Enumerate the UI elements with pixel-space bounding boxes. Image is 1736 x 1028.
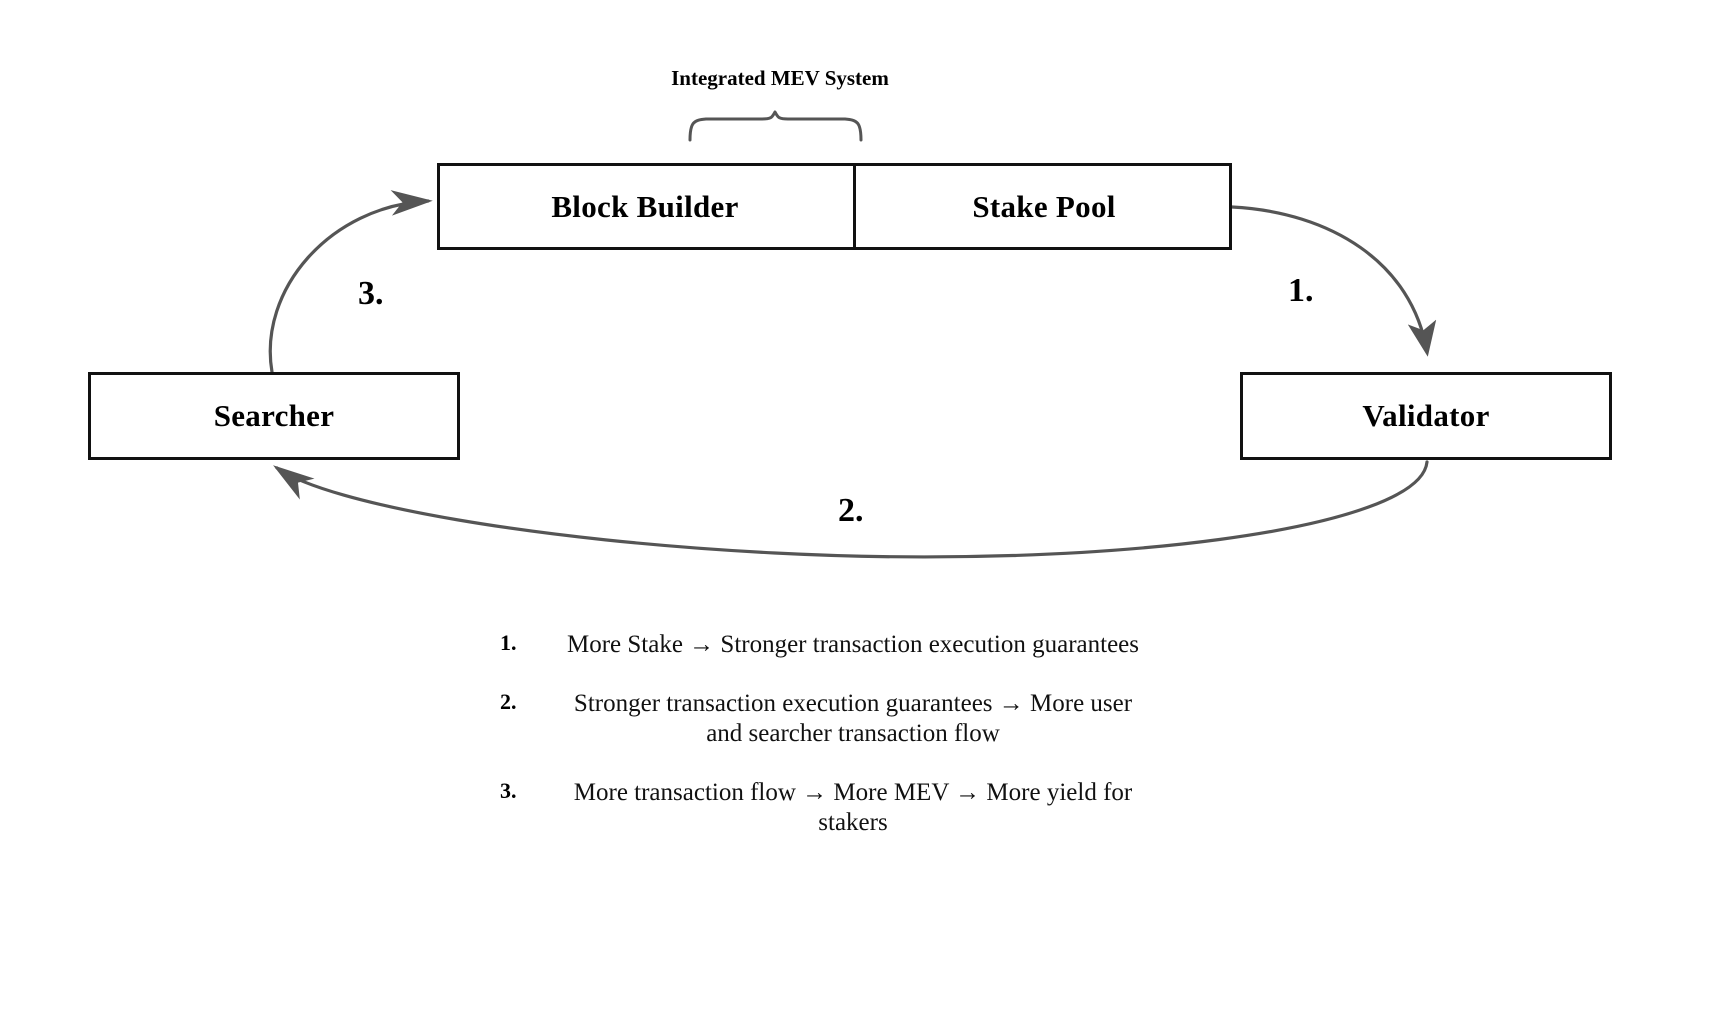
brace-integrated-mev-system (688, 110, 863, 142)
node-validator-label: Validator (1362, 398, 1490, 433)
connector-2-validator-to-searcher (273, 460, 1429, 559)
node-stake-pool[interactable]: Stake Pool (856, 166, 1232, 247)
node-validator[interactable]: Validator (1240, 372, 1612, 460)
legend-item: 3. More transaction flow → More MEV → Mo… (500, 778, 1140, 839)
node-block-builder[interactable]: Block Builder (437, 166, 856, 247)
legend-item-marker: 2. (500, 688, 517, 714)
connector-3-searcher-to-block-builder (268, 190, 433, 374)
node-searcher-label: Searcher (213, 398, 335, 433)
legend-item-text: More Stake → Stronger transaction execut… (566, 631, 1140, 658)
legend-item-marker: 3. (500, 777, 517, 803)
legend-item-text: Stronger transaction execution guarantee… (573, 689, 1133, 748)
edge-label-3: 3. (358, 275, 384, 312)
group-title-integrated-mev-system: Integrated MEV System (671, 66, 889, 90)
legend-list: 1. More Stake → Stronger transaction exe… (500, 630, 1140, 867)
edge-label-2: 2. (838, 492, 864, 529)
legend-item: 2. Stronger transaction execution guaran… (500, 689, 1140, 750)
legend-item-text: More transaction flow → More MEV → More … (573, 778, 1133, 837)
node-block-builder-label: Block Builder (551, 188, 739, 224)
node-searcher[interactable]: Searcher (88, 372, 460, 460)
node-stake-pool-label: Stake Pool (972, 188, 1116, 224)
legend-item: 1. More Stake → Stronger transaction exe… (500, 630, 1140, 661)
connector-1-stake-pool-to-validator (1230, 205, 1437, 357)
integrated-mev-system-box: Block Builder Stake Pool (437, 163, 1232, 250)
edge-label-1: 1. (1288, 272, 1314, 309)
legend-item-marker: 1. (500, 630, 517, 655)
